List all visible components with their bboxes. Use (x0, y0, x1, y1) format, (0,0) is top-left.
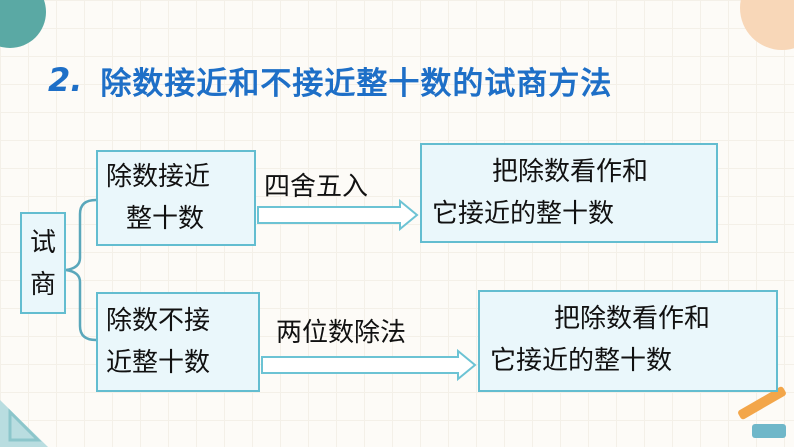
condition2-line1: 除数不接 (106, 306, 211, 336)
arrow-branch2 (261, 348, 477, 382)
page-title: 2. 除数接近和不接近整十数的试商方法 (48, 56, 612, 104)
result2-line1: 把除数看作和 (554, 304, 711, 334)
triangle-ruler-icon (0, 400, 48, 447)
root-box-trial-quotient: 试 商 (20, 212, 66, 314)
pencil-eraser-icon (738, 386, 786, 438)
condition1-line2: 整十数 (126, 204, 205, 234)
method-label-round: 四舍五入 (264, 172, 369, 202)
arrow-branch1 (257, 198, 419, 232)
condition-box-near: 除数接近 整十数 (96, 150, 256, 246)
condition-box-not-near: 除数不接 近整十数 (96, 292, 260, 392)
root-line2: 商 (30, 270, 57, 300)
condition2-line2: 近整十数 (106, 348, 211, 378)
result1-line2: 它接近的整十数 (432, 199, 615, 229)
title-number: 2. (48, 61, 83, 99)
title-text: 除数接近和不接近整十数的试商方法 (100, 65, 613, 102)
corner-circle-orange (740, 0, 794, 50)
result2-line2: 它接近的整十数 (490, 346, 673, 376)
root-line1: 试 (30, 228, 57, 258)
corner-circle-teal (0, 0, 46, 48)
method-label-division: 两位数除法 (276, 318, 407, 348)
result1-line1: 把除数看作和 (492, 157, 649, 187)
result-box-branch2: 把除数看作和 它接近的整十数 (478, 290, 778, 392)
condition1-line1: 除数接近 (106, 162, 211, 192)
result-box-branch1: 把除数看作和 它接近的整十数 (420, 143, 718, 243)
left-brace (65, 198, 97, 342)
